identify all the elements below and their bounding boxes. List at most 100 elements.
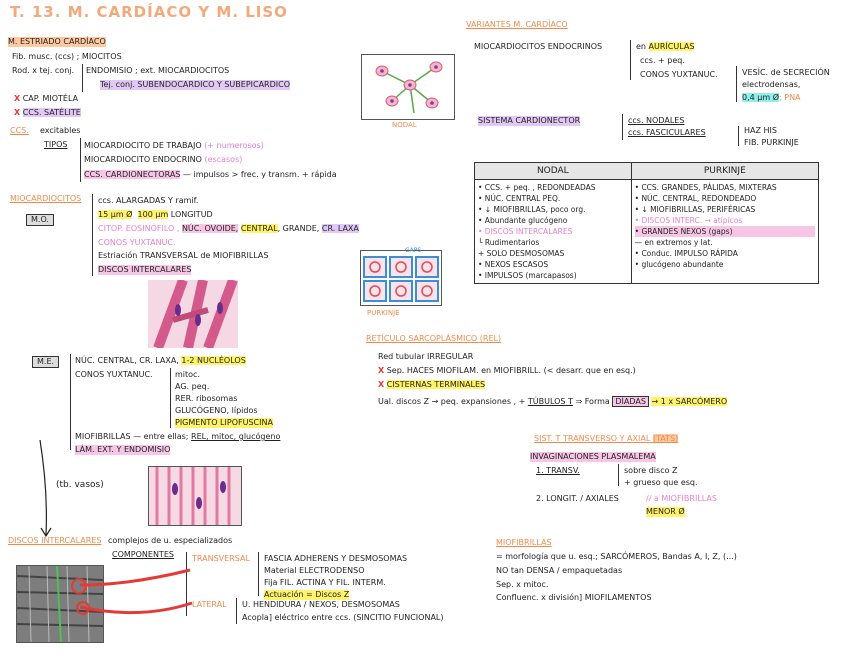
variantes-bracket — [630, 40, 631, 80]
discos-transversal: TRANSVERSAL — [192, 554, 250, 563]
sistema-nodales: ccs. NODALES — [628, 116, 685, 125]
table-col-nodal: • CCS. + peq. , REDONDEADAS • NÚC. CENTR… — [474, 179, 632, 284]
gaps-label: GAPS — [405, 247, 422, 254]
sist-t-transv: 1. TRANSV. — [536, 466, 580, 475]
red-x-icon: X — [14, 94, 21, 103]
discos-trans-bracket — [258, 552, 259, 596]
me-organelle-mitoc: mitoc. — [175, 370, 200, 379]
discos-trans-1: FASCIA ADHERENS Y DESMOSOMAS — [264, 554, 408, 563]
mio-line1: ccs. ALARGADAS Y ramif. — [98, 196, 199, 205]
estriado-x1: X CAP. MIOTÉLA — [14, 94, 79, 103]
ccs-tipos-bracket — [80, 138, 81, 182]
sist-t-menor: MENOR Ø — [646, 507, 685, 517]
me-conos-bracket — [170, 368, 171, 428]
discos-lat-bracket — [236, 598, 237, 624]
reticulo-heading: RETÍCULO SARCOPLÁSMICO (REL) — [366, 334, 502, 343]
variantes-en: en AURÍCULAS — [636, 42, 695, 51]
estriado-line2b: ENDOMISIO ; ext. MIOCARDIOCITOS — [86, 66, 230, 75]
red-pointer-lines — [80, 568, 193, 615]
mio-line4: CONOS YUXTANUC. — [98, 238, 176, 247]
me-bracket — [70, 354, 71, 450]
discos-line1: complejos de u. especializados — [108, 536, 233, 545]
reticulo-line1: Red tubular IRREGULAR — [378, 352, 474, 361]
list-item: • NEXOS ESCASOS — [478, 260, 549, 269]
micrograph-texture — [17, 566, 103, 642]
page-title: T. 13. M. CARDÍACO Y M. LISO — [10, 3, 288, 21]
nodal-cells-drawing — [375, 61, 443, 114]
sistema-heading: SISTEMA CARDIONECTOR — [478, 116, 581, 126]
ccs-type2: MIOCARDIOCITO ENDOCRINO (escasos) — [84, 155, 243, 164]
fibers-illustration — [148, 278, 238, 350]
mio-line3: CITOP. EOSINÓFILO , NÚC. OVOIDE, CENTRAL… — [98, 224, 359, 233]
estriado-line1: Fib. musc. (ccs) ; MIOCITOS — [12, 52, 122, 61]
mio-heading: MIOCARDIOCITOS — [10, 194, 82, 203]
nodal-illustration — [361, 54, 455, 120]
table-header-nodal: NODAL — [474, 162, 632, 180]
me-line2: CONOS YUXTANUC. — [75, 370, 153, 379]
variantes-ccs: ccs. + peq. — [640, 56, 685, 65]
vasos-note: (tb. vasos) — [56, 480, 104, 490]
list-item: • glucógeno abundante — [634, 260, 724, 269]
down-arrow-icon — [39, 440, 52, 538]
reticulo-line4: Ual. discos Z → peq. expansiones , + TÚB… — [378, 396, 728, 407]
ccs-excitables: excitables — [40, 126, 81, 135]
list-item: • ↓ MIOFIBRILLAS, PERIFÉRICAS — [634, 205, 756, 214]
sistema-fasciculares: ccs. FASCICULARES — [628, 128, 706, 137]
ccs-heading: CCS. — [10, 126, 29, 135]
miofib-line3: Sep. x mitoc. — [496, 580, 549, 589]
nodal-purkinje-table: NODAL PURKINJE • CCS. + peq. , REDONDEAD… — [474, 162, 820, 284]
discos-trans-4: Actuación = Discos Z — [264, 590, 350, 600]
estriado-x2: X CCS. SATÉLITE — [14, 108, 81, 117]
sistema-fasc-bracket — [738, 126, 739, 146]
list-item: • DISCOS INTERC. → atípicos — [634, 216, 743, 225]
me-line3: MIOFIBRILLAS — entre ellas; REL, mitoc, … — [75, 432, 281, 441]
list-item: • DISCOS INTERCALARES — [478, 227, 573, 236]
variantes-vesic-2: electrodensas, — [742, 80, 801, 89]
reticulo-line2: X Sep. HACES MIOFILAM. en MIOFIBRILL. (<… — [378, 366, 636, 375]
estriado-line3: Tej. conj. SUBENDOCARDICO Y SUBEPICARDIC… — [100, 80, 291, 90]
purkinje-cells-drawing — [363, 256, 439, 302]
discos-componentes: COMPONENTES — [112, 550, 174, 559]
discos-trans-2: Material ELECTRODENSO — [264, 566, 365, 575]
variantes-vesic-1: VESÍC. de SECRECIÓN — [742, 68, 830, 77]
variantes-conos: CONOS YUXTANUC. — [640, 70, 718, 79]
ccs-tipos: TIPOS — [44, 140, 68, 149]
list-item: • CCS. GRANDES, PÁLIDAS, MIXTERAS — [634, 183, 777, 192]
discos-trans-3: Fija FIL. ACTINA Y FIL. INTERM. — [264, 578, 386, 587]
list-item: • CCS. + peq. , REDONDEADAS — [478, 183, 596, 192]
sist-t-paralelo: // a MIOFIBRILLAS — [646, 494, 717, 503]
variantes-line1: MIOCARDIOCITOS ENDOCRINOS — [474, 42, 603, 51]
reticulo-line3: X CISTERNAS TERMINALES — [378, 380, 486, 389]
red-x-icon: X — [14, 108, 21, 117]
list-item: └ Rudimentarios — [478, 238, 540, 247]
red-x-icon: X — [378, 380, 385, 389]
list-item: • IMPULSOS (marcapasos) — [478, 271, 577, 280]
estriado-heading: M. ESTRIADO CARDÍACO — [8, 37, 106, 47]
ccs-type1: MIOCARDIOCITO DE TRABAJO (+ numerosos) — [84, 141, 264, 150]
sist-t-disco: sobre disco Z — [624, 466, 678, 475]
purkinje-label: PURKINJE — [367, 309, 400, 317]
sist-t-grueso: + grueso que esq. — [624, 478, 698, 487]
discos-heading: DISCOS INTERCALARES — [8, 536, 102, 545]
discos-lat-2: Acopla] eléctrico entre ccs. (SINCITIO F… — [242, 613, 444, 622]
mio-line2: 15 μm Ø 100 μm LONGITUD — [98, 210, 213, 219]
miofib-heading: MIOFIBRILLAS — [496, 538, 552, 547]
discos-lateral: LATERAL — [192, 600, 227, 609]
miofib-line1: = morfología que u. esq.; SARCÓMEROS, Ba… — [496, 552, 737, 561]
list-item: — en extremos y lat. — [634, 238, 713, 247]
estriado-bracket — [82, 64, 83, 92]
discos-lat-1: U. HENDIDURA / NEXOS, DESMOSOMAS — [242, 600, 400, 609]
list-item: + SOLO DESMOSOMAS — [478, 249, 565, 258]
red-x-icon: X — [378, 366, 385, 375]
micrograph-image — [16, 565, 104, 643]
nodal-label: NODAL — [392, 121, 417, 129]
list-item: • Conduc. IMPULSO RÁPIDA — [634, 249, 738, 258]
miofib-line2: NO tan DENSA / empaquetadas — [496, 566, 623, 575]
sist-t-heading: SIST. T TRANSVERSO Y AXIAL (TATS) — [534, 434, 679, 443]
ccs-type3: CCS. CARDIONECTORAS — impulsos > frec. y… — [84, 170, 337, 179]
cardiac-fibers-drawing — [153, 278, 238, 350]
striated-fibers-drawing — [155, 467, 231, 525]
sistema-haz-his: HAZ HIS — [744, 126, 777, 135]
estriado-line2a: Rod. x tej. conj. — [12, 66, 75, 75]
list-item: • NÚC. CENTRAL, REDONDEADO — [634, 194, 757, 203]
